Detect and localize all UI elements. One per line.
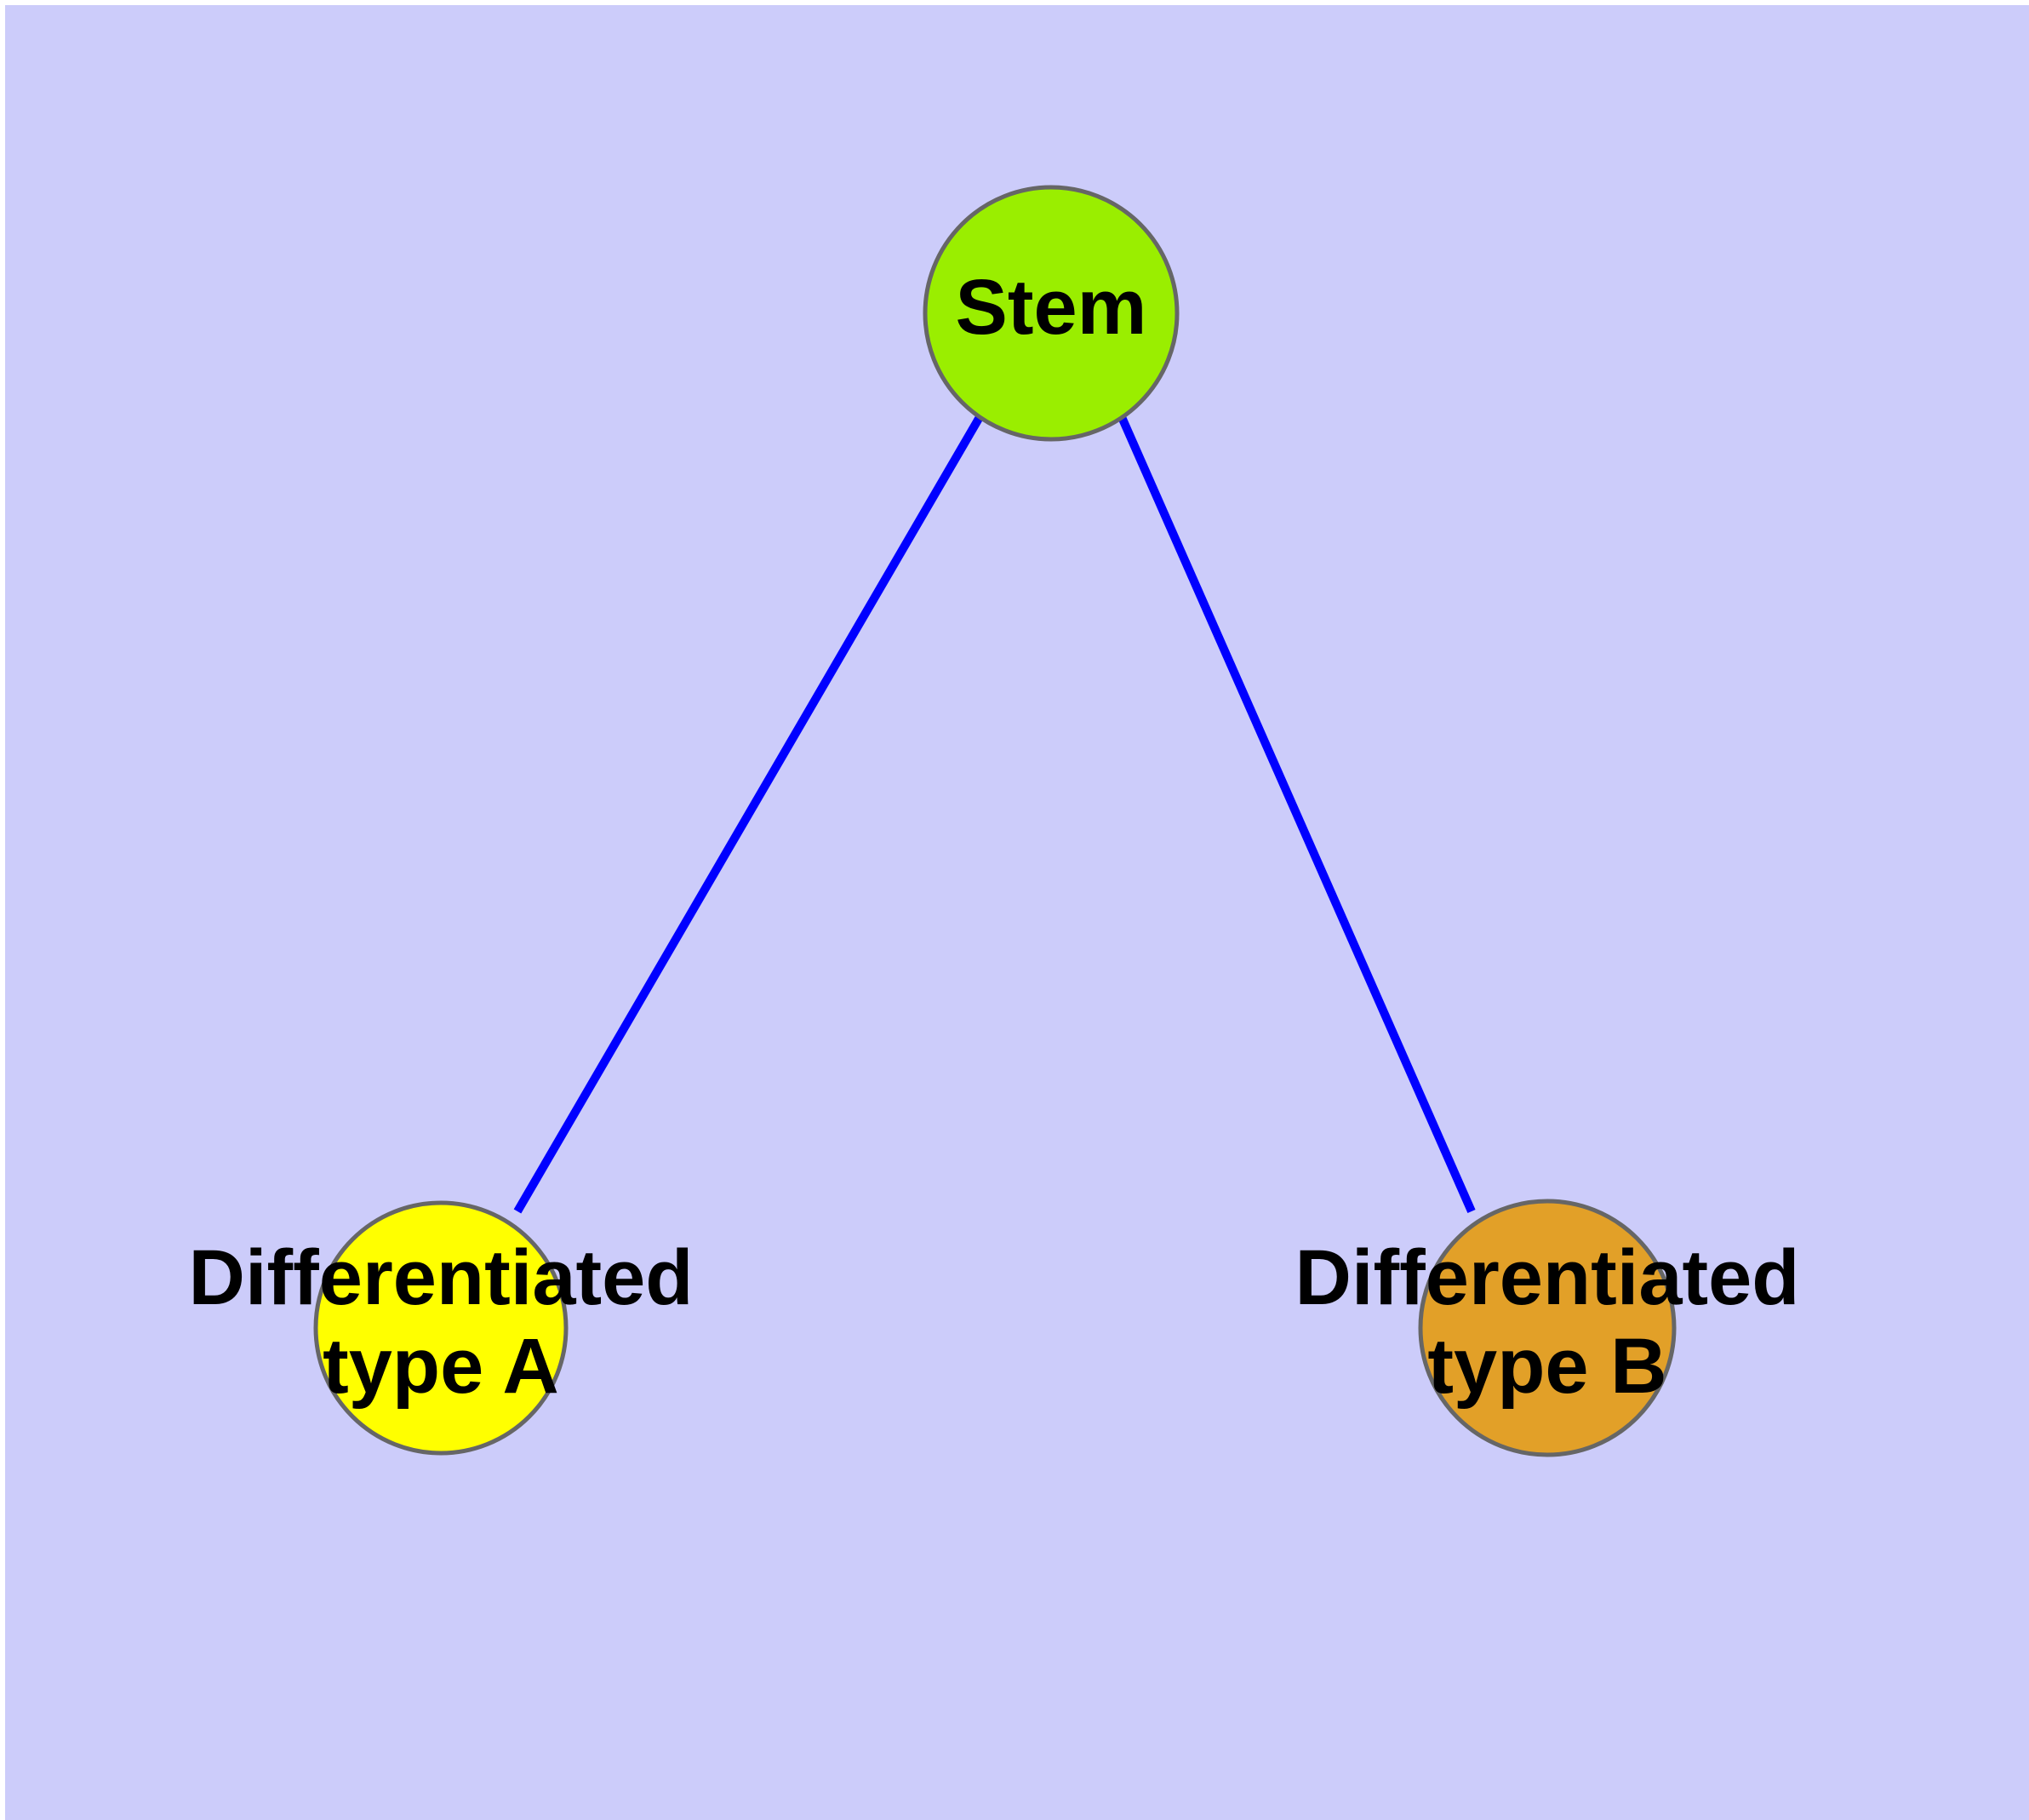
node-label-line: Differentiated xyxy=(1295,1234,1800,1321)
node-label-line: Differentiated xyxy=(189,1234,694,1321)
graph-node-label-stem: Stem xyxy=(956,264,1147,351)
node-label-line: type B xyxy=(1427,1323,1666,1410)
graph-edge xyxy=(1117,415,1476,1214)
graph-node-stem[interactable] xyxy=(923,185,1180,442)
graph-node-diff_b[interactable] xyxy=(1418,1199,1677,1457)
node-layer xyxy=(313,185,1677,1457)
graph-node-diff_a[interactable] xyxy=(313,1200,569,1456)
node-label-line: Stem xyxy=(956,264,1147,351)
graph-edge xyxy=(513,415,984,1214)
edge-layer xyxy=(513,415,1476,1214)
node-label-line: type A xyxy=(323,1323,559,1410)
